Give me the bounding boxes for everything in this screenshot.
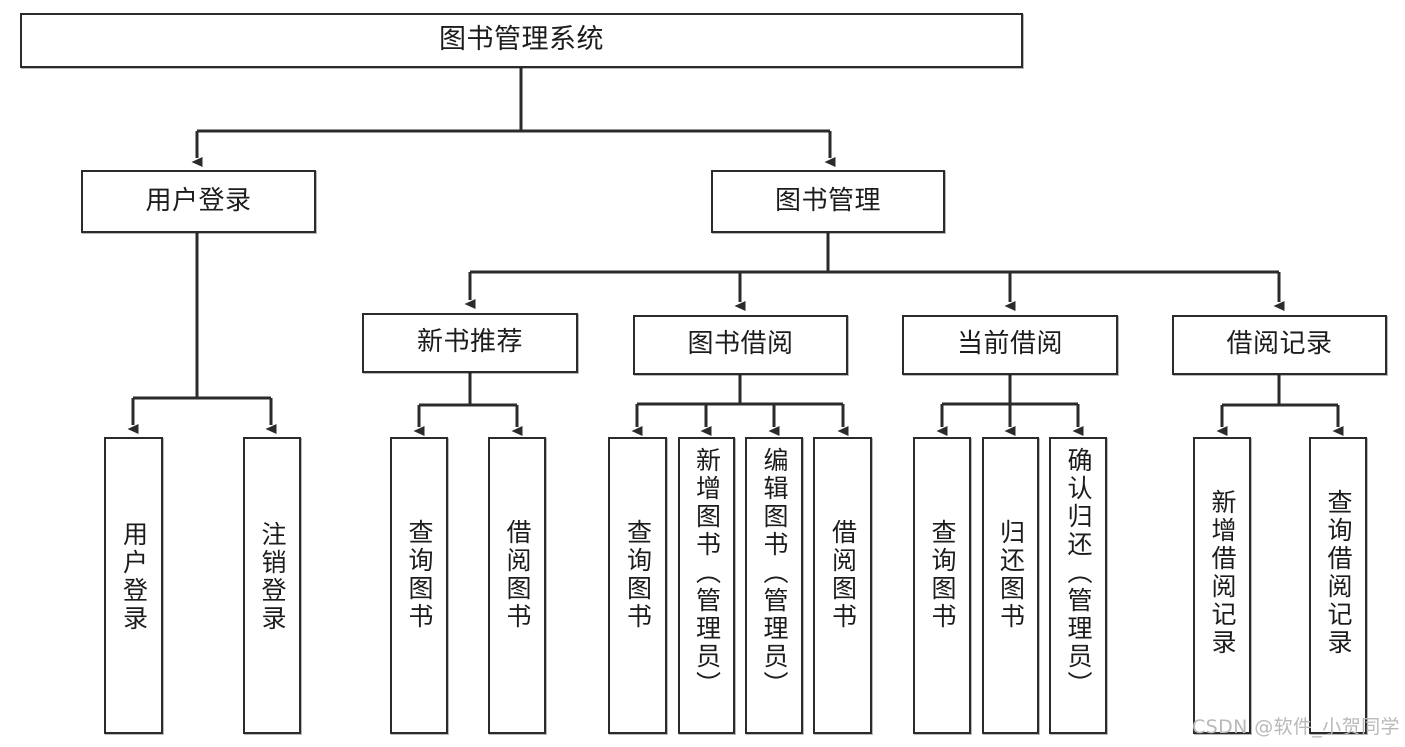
node-leaf-query-book-2-label: 查询图书 — [623, 519, 653, 631]
node-leaf-borrow-book-1-label: 借阅图书 — [503, 519, 532, 631]
node-leaf-confirm-return[interactable]: 确认归还（管理员） — [1049, 437, 1107, 734]
node-leaf-user-login-label: 用户登录 — [119, 521, 149, 633]
node-book-borrow[interactable]: 图书借阅 — [633, 315, 848, 375]
csdn-watermark: CSDN @软件_小贺同学 — [1192, 716, 1400, 738]
node-leaf-query-record-label: 查询借阅记录 — [1324, 489, 1353, 657]
node-book-manage[interactable]: 图书管理 — [711, 170, 945, 233]
node-leaf-borrow-book-2[interactable]: 借阅图书 — [813, 437, 872, 734]
node-leaf-query-book-3-label: 查询图书 — [928, 519, 957, 631]
node-leaf-add-record-label: 新增借阅记录 — [1208, 489, 1237, 657]
node-leaf-return-book-label: 归还图书 — [996, 519, 1026, 631]
node-root[interactable]: 图书管理系统 — [20, 13, 1023, 68]
node-leaf-edit-book[interactable]: 编辑图书（管理员） — [745, 437, 803, 734]
node-borrow-record-label: 借阅记录 — [1226, 329, 1333, 360]
node-new-book-recommend[interactable]: 新书推荐 — [362, 313, 578, 373]
node-leaf-query-book-2[interactable]: 查询图书 — [608, 437, 667, 734]
node-leaf-query-book-1-label: 查询图书 — [405, 519, 434, 631]
node-leaf-add-record[interactable]: 新增借阅记录 — [1193, 437, 1251, 734]
node-borrow-record[interactable]: 借阅记录 — [1172, 315, 1387, 375]
node-root-label: 图书管理系统 — [439, 24, 604, 56]
node-book-borrow-label: 图书借阅 — [687, 329, 794, 360]
node-leaf-query-record[interactable]: 查询借阅记录 — [1309, 437, 1367, 734]
node-new-book-recommend-label: 新书推荐 — [416, 327, 523, 358]
node-leaf-add-book-label: 新增图书（管理员） — [692, 447, 722, 699]
node-current-borrow-label: 当前借阅 — [956, 329, 1063, 360]
node-leaf-borrow-book-2-label: 借阅图书 — [828, 519, 858, 631]
node-leaf-return-book[interactable]: 归还图书 — [982, 437, 1039, 734]
node-leaf-logout[interactable]: 注销登录 — [243, 437, 301, 734]
node-user-login-label: 用户登录 — [145, 185, 252, 216]
node-user-login[interactable]: 用户登录 — [81, 170, 316, 233]
node-leaf-query-book-3[interactable]: 查询图书 — [913, 437, 971, 734]
node-leaf-user-login[interactable]: 用户登录 — [104, 437, 163, 734]
node-leaf-borrow-book-1[interactable]: 借阅图书 — [488, 437, 546, 734]
node-leaf-edit-book-label: 编辑图书（管理员） — [760, 447, 789, 699]
node-leaf-query-book-1[interactable]: 查询图书 — [390, 437, 448, 734]
node-book-manage-label: 图书管理 — [774, 185, 881, 216]
node-leaf-logout-label: 注销登录 — [258, 521, 287, 633]
node-current-borrow[interactable]: 当前借阅 — [902, 315, 1118, 375]
node-leaf-add-book[interactable]: 新增图书（管理员） — [678, 437, 735, 734]
node-leaf-confirm-return-label: 确认归还（管理员） — [1064, 447, 1093, 699]
